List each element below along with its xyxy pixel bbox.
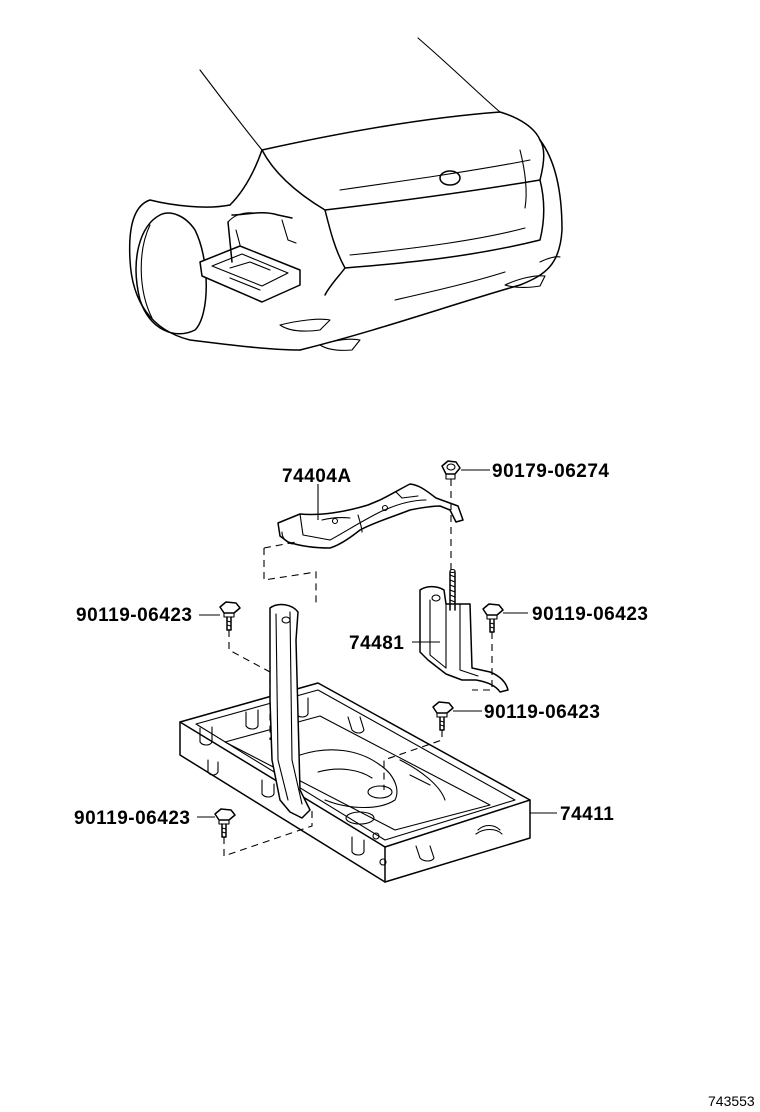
label-74411: 74411 — [560, 804, 614, 825]
bolt-right-upper — [482, 603, 504, 633]
label-90119-06423-left-lower: 90119-06423 — [74, 808, 190, 829]
leader-lines — [197, 469, 557, 818]
bolt-right-lower — [432, 701, 454, 731]
battery-tray — [179, 682, 531, 883]
battery-hold-down-bracket — [277, 483, 464, 549]
assembly-dashed-lines — [223, 479, 493, 857]
part-labels: 74404A 90179-06274 90119-06423 90119-064… — [74, 461, 755, 1109]
reference-code: 743553 — [708, 1093, 755, 1109]
nut-top — [441, 460, 461, 480]
label-90179-06274: 90179-06274 — [492, 461, 610, 482]
label-90119-06423-left-upper: 90119-06423 — [76, 605, 192, 626]
label-74481: 74481 — [349, 633, 404, 654]
battery-clamp — [419, 568, 509, 693]
bolt-left-upper — [219, 601, 241, 631]
bolt-left-lower — [214, 808, 236, 838]
hold-down-strap — [269, 603, 311, 819]
vehicle-overview — [128, 37, 563, 351]
label-74404a: 74404A — [282, 466, 352, 487]
label-90119-06423-right-lower: 90119-06423 — [484, 702, 600, 723]
label-90119-06423-right-upper: 90119-06423 — [532, 604, 648, 625]
